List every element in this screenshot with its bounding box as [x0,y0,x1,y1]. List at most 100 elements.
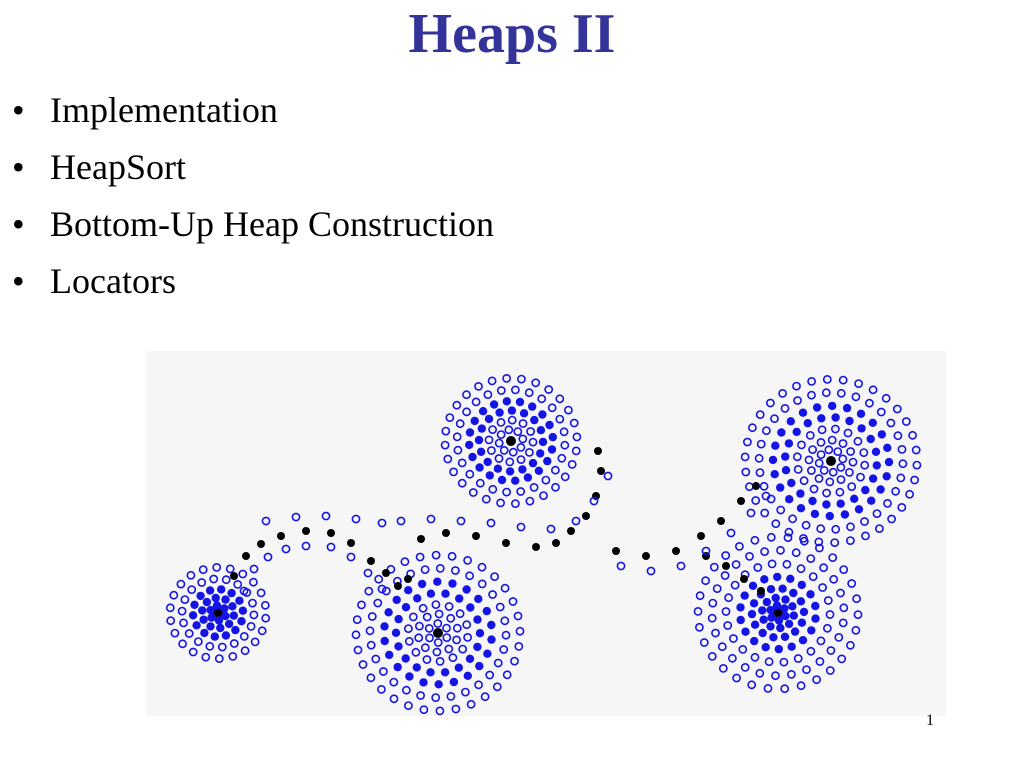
trail-dot [261,516,271,526]
blue-ring-dot [887,514,896,524]
blue-dot [433,577,442,586]
blue-ring-dot [475,478,485,488]
blue-dot [770,470,779,479]
blue-ring-dot [453,445,463,455]
blue-dot [237,617,246,626]
blue-ring-dot [416,691,425,700]
blue-ring-dot [853,610,863,619]
trail-dot [646,566,656,576]
blue-dot [487,635,496,644]
blue-dot [229,611,238,620]
blue-ring-dot [896,473,906,483]
blue-ring-dot [822,488,831,498]
blue-ring-dot [444,602,454,611]
blue-ring-dot [557,453,567,463]
blue-dot [861,485,870,495]
blue-dot [385,650,394,660]
blue-ring-dot [442,633,452,642]
blue-ring-dot [460,687,470,697]
blue-ring-dot [818,583,827,592]
blue-ring-dot [466,699,476,709]
blue-ring-dot [477,562,487,572]
blue-ring-dot [796,564,806,574]
blue-ring-dot [510,499,520,508]
blue-ring-dot [707,651,717,661]
blue-ring-dot [364,586,374,596]
trail-dot [676,561,686,571]
blue-ring-dot [366,640,376,650]
blue-ring-dot [444,644,454,654]
bullet-dot-icon: • [12,90,25,130]
blue-dot [867,496,876,505]
blue-dot [224,619,234,629]
blue-ring-dot [836,475,846,485]
blue-ring-dot [198,565,208,574]
blue-ring-dot [225,564,235,574]
blue-dot [474,594,483,604]
bullet-text: Locators [50,261,176,301]
bullet-item: •Bottom-Up Heap Construction [12,196,494,253]
blue-ring-dot [787,669,796,679]
blue-dot [519,409,529,418]
blue-dot [740,591,749,600]
blue-ring-dot [776,505,786,515]
blue-ring-dot [801,520,811,530]
blue-dot [505,467,515,476]
blue-dot [493,464,503,473]
blue-dot [392,595,401,605]
blue-ring-dot [414,621,424,631]
blue-ring-dot [165,603,175,613]
path-dot [367,557,375,565]
trail-dot [326,542,336,552]
blue-dot [465,654,475,663]
path-dot [417,535,425,543]
blue-dot [797,580,806,590]
blue-dot [876,485,885,494]
trail-dot [321,511,331,521]
blue-ring-dot [830,538,840,547]
blue-ring-dot [537,394,547,404]
blue-ring-dot [771,519,781,529]
blue-ring-dot [248,598,257,608]
blue-ring-dot [422,612,432,622]
center-dot [773,608,783,618]
blue-ring-dot [209,574,219,584]
blue-dot [419,678,428,687]
blue-dot [212,601,222,610]
blue-dot [465,440,474,450]
blue-ring-dot [780,684,790,694]
blue-ring-dot [856,472,865,482]
blue-dot [475,661,484,671]
blue-ring-dot [837,654,847,664]
blue-ring-dot [760,508,770,518]
trail-dot [426,514,436,524]
blue-dot [528,458,538,468]
blue-ring-dot [516,487,526,496]
blue-ring-dot [187,585,197,594]
blue-dot [473,615,482,624]
path-dot [717,517,725,525]
blue-ring-dot [793,396,802,405]
blue-ring-dot [836,388,846,398]
blue-dot [877,430,886,439]
blue-ring-dot [821,388,831,398]
blue-ring-dot [250,637,260,647]
blue-dot [441,589,450,598]
blue-dot [384,608,393,617]
blue-ring-dot [378,667,388,676]
blue-ring-dot [184,629,194,638]
blue-ring-dot [860,460,870,470]
blue-dot [761,643,770,652]
blue-ring-dot [732,673,741,683]
blue-dot [543,456,552,466]
blue-ring-dot [401,685,411,695]
blue-dot [831,413,840,422]
blue-ring-dot [170,628,180,638]
blue-ring-dot [838,454,848,464]
blue-ring-dot [717,642,727,652]
path-dot [302,527,310,535]
blue-ring-dot [528,437,538,447]
page-number: 1 [926,712,934,729]
blue-dot [468,452,477,462]
